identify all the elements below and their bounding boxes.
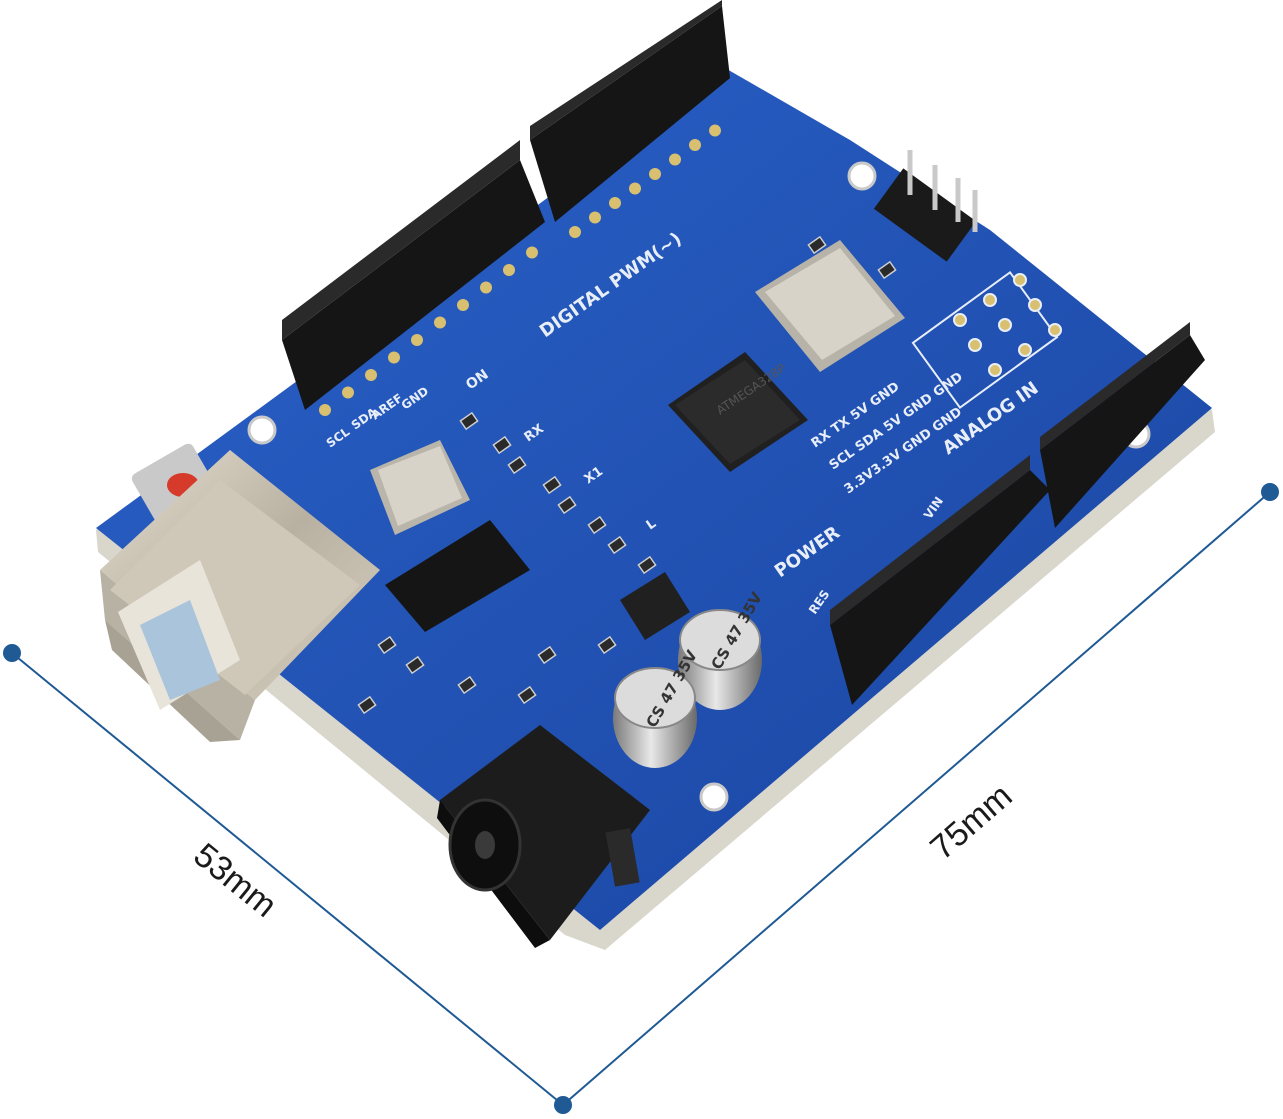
- smd-part: [877, 260, 897, 280]
- electrolytic-capacitor-icon: CS 47 35V: [613, 647, 701, 768]
- pin-hole: [649, 168, 661, 180]
- header-pin-row: [319, 124, 721, 416]
- length-label: 75mm: [923, 777, 1019, 868]
- digital-header-right: [530, 0, 730, 222]
- smd-part: [357, 695, 377, 715]
- smd-part: [597, 635, 617, 655]
- smd-part: [405, 655, 425, 675]
- smd-part: [459, 411, 479, 431]
- smd-part: [807, 235, 827, 255]
- smd-components: [357, 235, 897, 715]
- pin-hole: [434, 316, 446, 329]
- pin-hole: [457, 299, 469, 311]
- microcontroller-chip-icon: ATMEGA328P: [668, 352, 808, 472]
- smd-part: [587, 515, 607, 535]
- smd-part: [457, 675, 477, 695]
- smd-part: [377, 635, 397, 655]
- pcb-surface: [96, 68, 1212, 930]
- pin-hole: [589, 211, 601, 224]
- dc-barrel-jack-icon: [437, 725, 650, 948]
- digital-header-left: [282, 140, 545, 410]
- pin-hole: [709, 124, 721, 137]
- icsp-header: [873, 150, 978, 262]
- smd-part: [492, 435, 512, 455]
- pin-hole: [342, 386, 354, 399]
- regulator-chip: [620, 572, 690, 640]
- pin-hole: [388, 351, 400, 364]
- mounting-hole: [247, 415, 277, 445]
- width-label: 53mm: [186, 836, 283, 925]
- pin-hole: [609, 197, 621, 209]
- crystal-oscillator-icon: [755, 240, 905, 372]
- pin-hole: [629, 182, 641, 195]
- pin-hole: [365, 369, 377, 381]
- pin-hole: [569, 226, 581, 238]
- arduino-board: ATMEGA328P: [96, 0, 1215, 950]
- pin-hole: [669, 153, 681, 166]
- smd-part: [542, 475, 562, 495]
- smd-part: [537, 645, 557, 665]
- smd-part: [517, 685, 537, 705]
- pin-hole: [411, 334, 423, 346]
- usb-b-connector-icon: [100, 450, 380, 742]
- pad-grid: [911, 270, 1062, 410]
- power-header: [830, 455, 1050, 705]
- pin-hole: [526, 246, 538, 259]
- analog-header: [1040, 322, 1205, 528]
- mounting-hole: [847, 161, 877, 191]
- smd-part: [637, 555, 657, 575]
- usb-serial-chip: [385, 520, 530, 632]
- pin-hole: [319, 404, 331, 416]
- mounting-hole: [699, 782, 729, 812]
- smd-part: [507, 455, 527, 475]
- smd-part: [607, 535, 627, 555]
- pin-hole: [689, 139, 701, 151]
- pin-hole: [503, 264, 515, 276]
- smd-part: [557, 495, 577, 515]
- pin-hole: [480, 281, 492, 294]
- crystal-oscillator-icon: [370, 440, 470, 535]
